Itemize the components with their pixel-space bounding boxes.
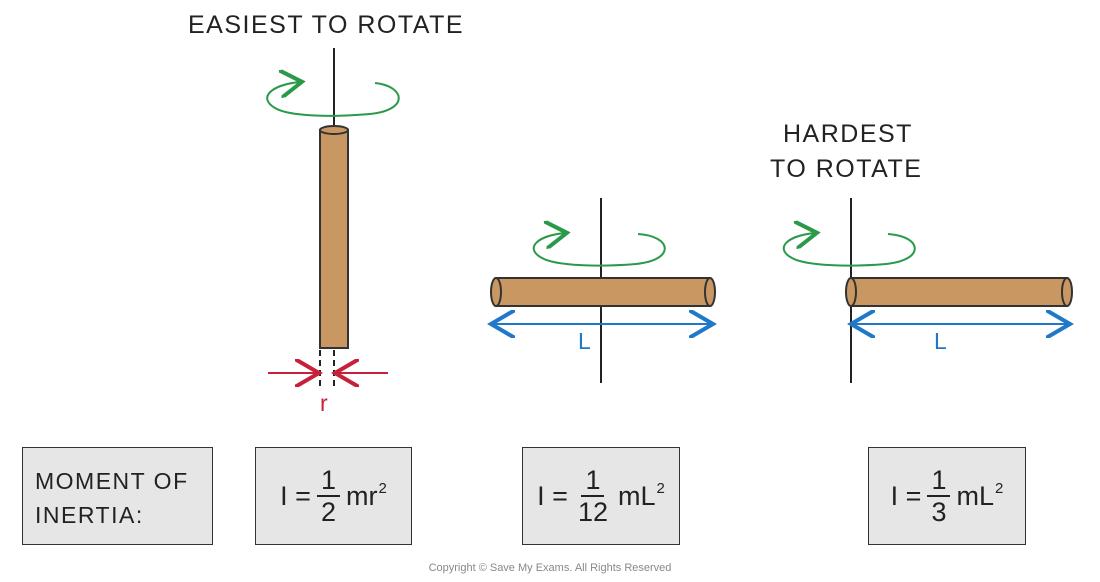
formula-3-denominator: 3 [931, 497, 947, 527]
formula-3-rhs: mL [956, 480, 994, 511]
formula-1-fraction: 1 2 [316, 465, 340, 527]
radius-label: r [320, 390, 330, 416]
formula-1-denominator: 2 [320, 497, 336, 527]
formula-1-rhs: mr [345, 480, 378, 511]
center-rod-left-end [490, 277, 502, 307]
vertical-rod-group [266, 48, 400, 388]
rotation-arrow-1 [266, 82, 400, 117]
formula-1-power: 2 [378, 479, 387, 497]
center-rod-right-end [704, 277, 716, 307]
vertical-rod [319, 129, 349, 349]
end-rod-left-end [845, 277, 857, 307]
formula-3-lhs: I = [890, 480, 922, 511]
formula-2-denominator: 12 [577, 497, 608, 527]
easiest-label: EASIEST TO ROTATE [188, 11, 465, 39]
end-rod-right-end [1061, 277, 1073, 307]
moment-of-inertia-box: MOMENT OF INERTIA: [22, 447, 213, 545]
center-rod [495, 277, 711, 307]
formula-2-fraction: 1 12 [574, 465, 612, 527]
formula-3-numerator: 1 [927, 465, 951, 497]
moi-line1: MOMENT OF [35, 468, 189, 494]
hardest-label-line1: HARDEST [783, 120, 913, 148]
moi-line2: INERTIA: [35, 502, 144, 528]
length-label-end: L [934, 328, 949, 354]
vertical-rod-top [319, 125, 349, 135]
length-label-center: L [578, 328, 593, 354]
formula-1-lhs: I = [280, 480, 311, 511]
formula-3-fraction: 1 3 [927, 465, 951, 527]
formula-2-numerator: 1 [581, 465, 605, 497]
center-axis-rod-group [491, 198, 715, 383]
end-axis-rod-group [782, 198, 1073, 383]
formula-2-power: 2 [656, 479, 665, 497]
formula-2-rhs: mL [617, 480, 656, 511]
rotation-arrow-3 [782, 233, 916, 267]
formula-2-lhs: I = [537, 480, 568, 511]
hardest-label-line2: TO ROTATE [770, 155, 923, 183]
rotation-arrow-2 [532, 233, 666, 267]
end-rod [850, 277, 1068, 307]
formula-1-numerator: 1 [316, 465, 340, 497]
copyright-notice: Copyright © Save My Exams. All Rights Re… [428, 562, 672, 574]
formula-3-power: 2 [994, 479, 1004, 497]
